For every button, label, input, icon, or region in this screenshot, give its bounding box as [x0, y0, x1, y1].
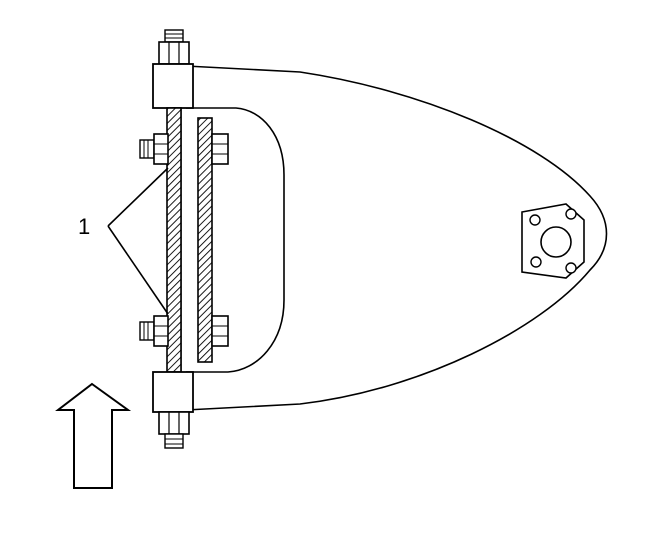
bottom-stud	[158, 411, 190, 449]
shim-inner	[197, 117, 213, 363]
callout-leaders	[107, 167, 169, 315]
callout-number: 1	[78, 214, 90, 239]
ball-joint-plate	[521, 203, 585, 279]
bottom-bushing	[152, 371, 194, 413]
lower-bolt	[139, 315, 229, 347]
up-arrow-icon	[55, 382, 132, 489]
top-bushing	[152, 63, 194, 109]
top-stud	[158, 29, 190, 65]
shim-outer	[166, 107, 182, 373]
control-arm-outline	[185, 65, 608, 411]
upper-bolt	[139, 133, 229, 165]
